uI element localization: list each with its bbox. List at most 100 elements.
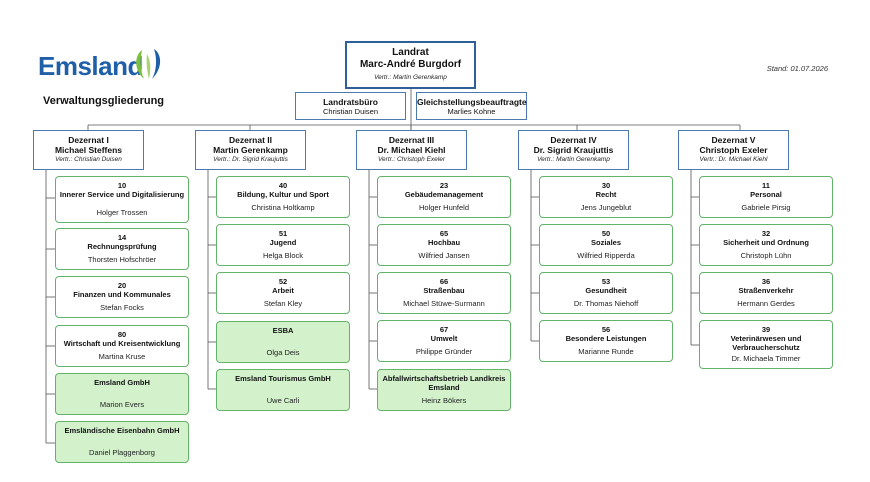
unit-head: Stefan Focks (100, 303, 144, 312)
unit-number: 36 (761, 277, 771, 286)
dezernat-title: Dezernat II (229, 135, 272, 145)
unit-title: Hochbau (427, 238, 461, 247)
unit-head: Stefan Kley (263, 299, 303, 308)
unit-title: Bildung, Kultur und Sport (237, 190, 329, 199)
logo-text: Emsland (38, 51, 143, 81)
unit-title: Finanzen und Kommunales (73, 290, 171, 299)
stand-date: Stand: 01.07.2026 (766, 64, 828, 73)
unit-head: Martina Kruse (98, 352, 146, 361)
unit-number: 23 (439, 181, 449, 190)
dezernat-title: Dezernat I (68, 135, 109, 145)
unit-head: Wilfried Jansen (418, 251, 470, 260)
unit-head: Holger Hunfeld (418, 203, 470, 212)
dezernat-title: Dezernat V (711, 135, 756, 145)
unit-head: Thorsten Hofschröer (87, 255, 157, 264)
unit-head: Hermann Gerdes (737, 299, 795, 308)
page-title: Verwaltungsgliederung (43, 95, 165, 107)
unit-number: 30 (601, 181, 611, 190)
unit-title: Emsländische Eisenbahn GmbH (64, 426, 180, 435)
unit-head: Michael Stüwe-Surmann (403, 299, 485, 308)
unit-number: 66 (439, 277, 449, 286)
unit-number: 50 (601, 229, 611, 238)
dezernat-vertreter: Vertr.: Dr. Michael Kiehl (699, 156, 768, 163)
unit-number: 67 (439, 325, 449, 334)
staff-box-landratsbuero: Landratsbüro Christian Duisen (295, 92, 406, 120)
unit-number: 52 (278, 277, 288, 286)
dezernat-name: Dr. Sigrid Kraujuttis (533, 145, 614, 155)
landrat-title: Landrat (392, 47, 429, 58)
unit-number: 10 (117, 181, 127, 190)
unit-card-abfallwirtschaft: Abfallwirtschaftsbetrieb Landkreis Emsla… (377, 369, 511, 411)
dezernat-title: Dezernat IV (550, 135, 597, 145)
unit-head: Helga Block (262, 251, 304, 260)
unit-head: Marion Evers (99, 400, 145, 409)
unit-head: Holger Trossen (96, 208, 148, 217)
unit-title: Umwelt (430, 334, 458, 343)
unit-head: Daniel Plaggenborg (89, 448, 155, 457)
unit-title: Straßenbau (423, 286, 465, 295)
unit-title: Besondere Leistungen (565, 334, 647, 343)
dezernat-vertreter: Vertr.: Christoph Exeler (377, 156, 446, 163)
dezernat-box-2: Dezernat II Martin Gerenkamp Vertr.: Dr.… (195, 130, 306, 170)
unit-title: Rechnungsprüfung (87, 242, 157, 251)
landrat-vertreter: Vertr.: Martin Gerenkamp (374, 74, 447, 81)
unit-number: 40 (278, 181, 288, 190)
unit-title: Arbeit (272, 286, 294, 295)
unit-card-tourismus: Emsland Tourismus GmbH Uwe Carli (216, 369, 350, 411)
unit-number: 51 (278, 229, 288, 238)
unit-number: 32 (761, 229, 771, 238)
dezernat-vertreter: Vertr.: Christian Duisen (55, 156, 122, 163)
landrat-box: Landrat Marc-André Burgdorf Vertr.: Mart… (345, 41, 476, 89)
staff-title: Gleichstellungsbeauftragte (417, 97, 527, 107)
unit-card-esba: ESBA Olga Deis (216, 321, 350, 363)
unit-number: 65 (439, 229, 449, 238)
unit-title: Wirtschaft und Kreisentwicklung (63, 339, 181, 348)
unit-title: Emsland GmbH (94, 378, 150, 387)
unit-title: Innerer Service und Digitalisierung (59, 190, 185, 199)
unit-head: Christina Holtkamp (251, 203, 315, 212)
unit-title: Jugend (269, 238, 297, 247)
unit-head: Christoph Lühn (740, 251, 792, 260)
unit-number: 14 (117, 233, 127, 242)
dezernat-box-3: Dezernat III Dr. Michael Kiehl Vertr.: C… (356, 130, 467, 170)
staff-title: Landratsbüro (323, 97, 378, 107)
dezernat-box-4: Dezernat IV Dr. Sigrid Kraujuttis Vertr.… (518, 130, 629, 170)
unit-title: Abfallwirtschaftsbetrieb Landkreis Emsla… (382, 374, 506, 392)
dezernat-name: Michael Steffens (54, 145, 123, 155)
unit-head: Dr. Thomas Niehoff (573, 299, 639, 308)
unit-title: Sicherheit und Ordnung (723, 238, 809, 247)
unit-title: Veterinärwesen und Verbraucherschutz (730, 334, 802, 352)
dezernat-vertreter: Vertr.: Dr. Sigrid Kraujuttis (213, 156, 288, 163)
unit-title: ESBA (272, 326, 294, 335)
staff-name: Christian Duisen (322, 107, 379, 116)
unit-head: Marianne Runde (578, 347, 634, 356)
unit-number: 20 (117, 281, 127, 290)
unit-card-emsland-gmbh: Emsland GmbH Marion Evers (55, 373, 189, 415)
landrat-name: Marc-André Burgdorf (359, 59, 462, 70)
unit-head: Philippe Gründer (415, 347, 473, 356)
unit-head: Dr. Michaela Timmer (731, 354, 801, 363)
unit-title: Gebäudemanagement (404, 190, 484, 199)
unit-head: Uwe Carli (266, 396, 300, 405)
dezernat-name: Dr. Michael Kiehl (377, 145, 446, 155)
dezernat-box-5: Dezernat V Christoph Exeler Vertr.: Dr. … (678, 130, 789, 170)
